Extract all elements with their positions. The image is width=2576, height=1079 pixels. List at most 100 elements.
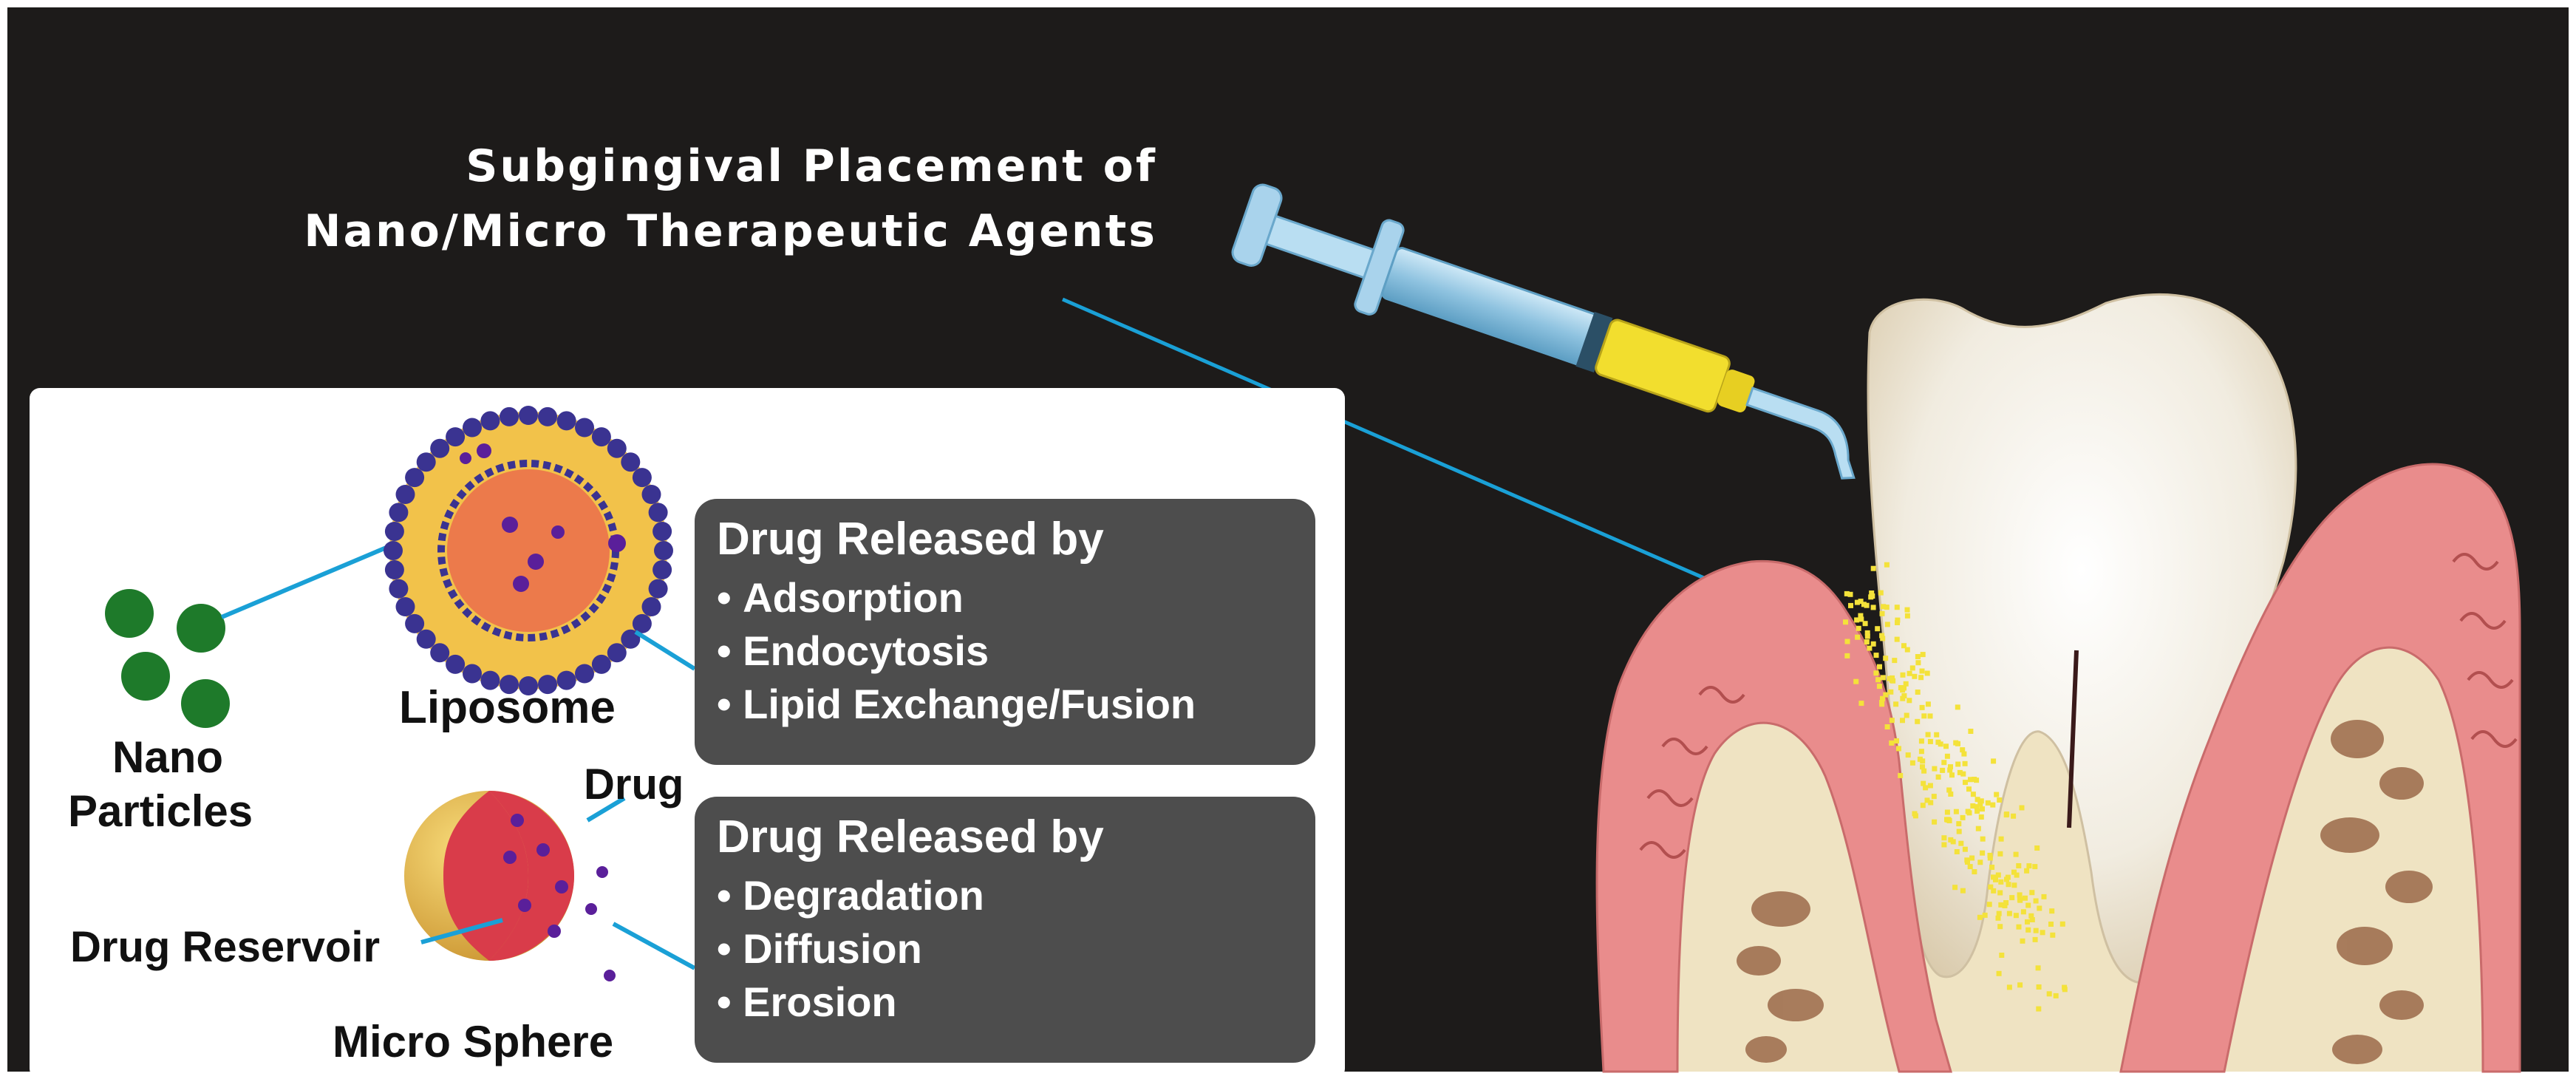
drug-particle	[2025, 927, 2031, 933]
drug-particle	[1956, 828, 1962, 834]
drug-particle	[2029, 890, 2035, 896]
drug-particle	[1879, 701, 1885, 707]
drug-particle	[1931, 794, 1937, 800]
drug-particle	[2048, 922, 2054, 927]
drug-particle	[1940, 767, 1946, 773]
drug-particle	[1974, 809, 1980, 814]
drug-particle	[1970, 803, 1976, 809]
drug-particle	[1854, 599, 1860, 605]
micro-sphere-drug-dots	[503, 814, 616, 981]
drug-particle	[1880, 675, 1886, 681]
drug-particle	[2009, 895, 2015, 901]
drug-particle	[1994, 792, 2000, 797]
drug-particle	[2016, 863, 2022, 868]
drug-particle	[1921, 713, 1927, 719]
drug-particle	[1941, 835, 1947, 841]
drug-particle	[1844, 639, 1850, 644]
drug-particle	[1883, 692, 1889, 698]
drug-particle	[1998, 902, 2004, 908]
drug-particle	[1879, 633, 1885, 639]
drug-particle	[2033, 898, 2039, 904]
drug-particle	[1966, 786, 1972, 792]
drug-particle	[1928, 800, 1934, 806]
phospholipid-head	[632, 468, 652, 488]
liposome-connector	[634, 630, 696, 671]
drug-particle	[1947, 767, 1953, 773]
drug-particle	[1870, 641, 1876, 647]
drug-particle	[1888, 689, 1894, 695]
drug-particle	[1944, 817, 1949, 823]
drug-particle	[1901, 693, 1907, 698]
drug-particle	[1961, 751, 1967, 757]
drug-particle	[1996, 910, 2002, 916]
drug-particle	[1864, 639, 1870, 645]
drug-particle	[1880, 636, 1886, 641]
drug-particle	[2028, 913, 2034, 919]
drug-reservoir-label: Drug Reservoir	[70, 923, 381, 971]
drug-particle	[1925, 732, 1931, 738]
phospholipid-head	[500, 406, 519, 426]
drug-particle	[1900, 672, 1906, 678]
drug-particle	[2003, 900, 2009, 905]
phospholipid-head	[416, 452, 436, 472]
drug-particle	[1920, 652, 1926, 658]
phospholipid-head	[389, 503, 409, 523]
drug-particle	[1948, 764, 1953, 770]
bone-marrow-left	[1737, 891, 1824, 1063]
phospholipid-head	[405, 613, 425, 633]
drug-particle	[1898, 685, 1904, 690]
drug-particle	[1932, 766, 1938, 772]
drug-particle	[1997, 924, 2003, 930]
drug-particle	[1884, 605, 1890, 610]
drug-particle	[1864, 630, 1870, 636]
drug-particle	[1919, 704, 1925, 710]
drug-particle	[1889, 740, 1895, 746]
drug-particle	[1980, 806, 1985, 812]
drug-particle	[2033, 927, 2039, 933]
drug-particle	[1935, 739, 1941, 745]
drug-particle	[2040, 930, 2045, 936]
phospholipid-head	[519, 406, 538, 425]
phospholipid-head	[446, 427, 466, 447]
drug-particle	[1904, 712, 1909, 718]
drug-particle	[1898, 772, 1904, 778]
drug-reservoir-connector	[420, 918, 503, 944]
drug-particle	[2032, 936, 2038, 942]
drug-particle	[1990, 802, 1996, 808]
drug-particle	[1895, 617, 1901, 623]
drug-particle	[1998, 879, 2004, 885]
drug-particle	[1948, 837, 1954, 843]
release-mechanism-item: Degradation	[717, 869, 1315, 922]
drug-particle	[1943, 743, 1949, 749]
drug-particle	[1948, 792, 1954, 797]
drug-particles	[1843, 562, 2068, 1012]
micro-sphere-connector	[612, 922, 696, 970]
drug-particle	[2053, 993, 2059, 998]
release-mechanism-item: Endocytosis	[717, 624, 1315, 678]
drug-particle	[1960, 888, 1966, 894]
drug-particle	[1977, 914, 1983, 920]
drug-particle	[1953, 809, 1959, 814]
title-line-1: Subgingival Placement of	[466, 140, 1157, 192]
phospholipid-head	[575, 664, 594, 684]
drug-particle	[1965, 809, 1971, 814]
drug-particle	[2020, 909, 2026, 915]
drug-particle	[2029, 917, 2035, 922]
drug-particle	[1869, 590, 1875, 596]
drug-particle	[1935, 774, 1941, 780]
liposome-release-list: Adsorption Endocytosis Lipid Exchange/Fu…	[695, 571, 1315, 731]
phospholipid-head	[446, 654, 466, 674]
drug-particle	[1978, 814, 1984, 820]
drug-particle	[1889, 718, 1895, 724]
drug-particle	[1987, 852, 1993, 858]
drug-particle	[1868, 594, 1874, 600]
drug-particle	[2036, 984, 2042, 990]
phospholipid-head	[384, 541, 403, 560]
drug-particle	[1968, 777, 1973, 783]
drug-particle	[1864, 602, 1870, 608]
phospholipid-head	[538, 406, 557, 426]
drug-particle	[1858, 613, 1864, 619]
drug-particle	[1854, 617, 1860, 623]
drug-particle	[1900, 695, 1906, 701]
drug-particle	[1920, 803, 1926, 809]
